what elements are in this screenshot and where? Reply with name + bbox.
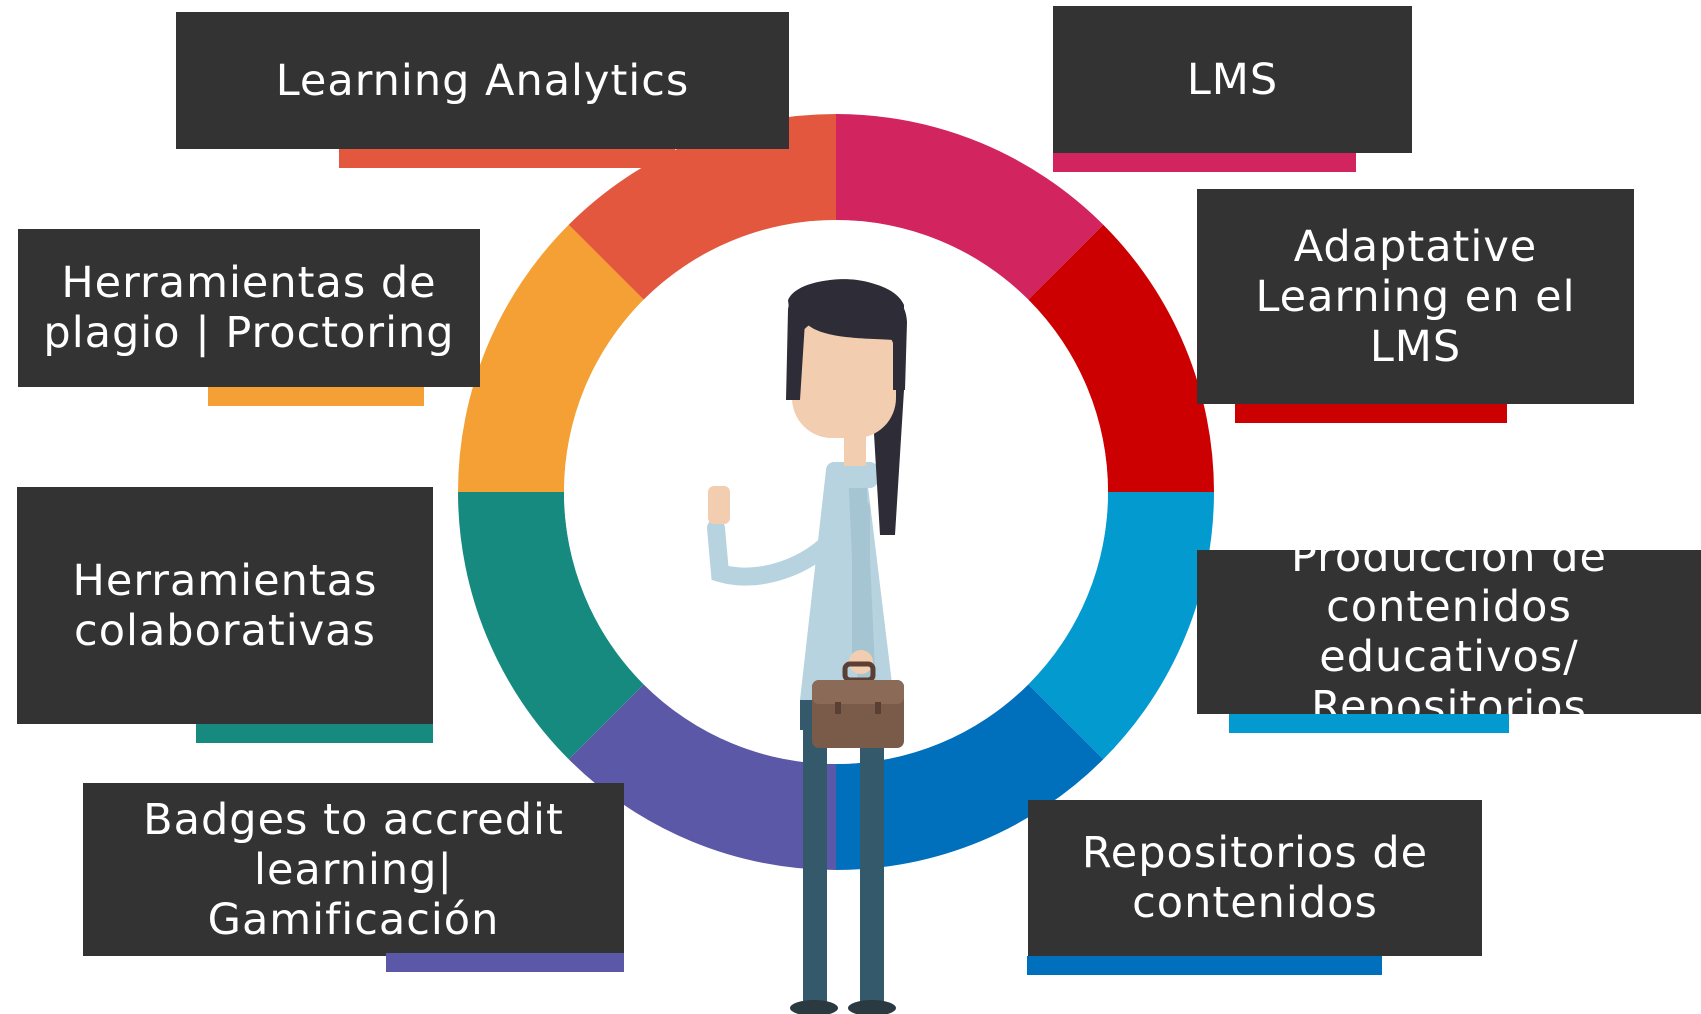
- accent-colaborativas: [196, 724, 433, 743]
- label-adaptive: Adaptative Learning en el LMS: [1197, 189, 1634, 404]
- accent-badges: [386, 953, 624, 972]
- label-badges-text: Badges to accredit learning| Gamificació…: [143, 794, 564, 945]
- label-learning-analytics: Learning Analytics: [176, 12, 789, 149]
- label-lms-text: LMS: [1186, 54, 1279, 105]
- accent-learning-analytics: [339, 149, 675, 168]
- segment-colaborativas: [457, 492, 644, 760]
- label-repositorios-text: Repositorios de contenidos: [1081, 828, 1429, 928]
- label-badges: Badges to accredit learning| Gamificació…: [83, 783, 624, 956]
- category-ring: [457, 114, 1214, 871]
- segment-lms: [836, 114, 1104, 300]
- segment-repositorios: [836, 684, 1104, 871]
- label-lms: LMS: [1053, 6, 1412, 153]
- label-colaborativas: Herramientas colaborativas: [17, 487, 433, 724]
- label-produccion-text: Producción de contenidos educativos/ Rep…: [1291, 532, 1607, 732]
- segment-badges: [568, 684, 836, 870]
- label-learning-analytics-text: Learning Analytics: [275, 55, 690, 106]
- accent-lms: [1053, 153, 1356, 172]
- label-plagio: Herramientas de plagio | Proctoring: [18, 229, 480, 387]
- label-colaborativas-text: Herramientas colaborativas: [72, 555, 378, 656]
- accent-repositorios: [1027, 956, 1382, 975]
- accent-plagio: [208, 387, 424, 406]
- accent-adaptive: [1235, 404, 1507, 423]
- student-with-briefcase-icon: [707, 279, 907, 1014]
- accent-produccion: [1229, 714, 1509, 733]
- segment-plagio: [458, 224, 644, 493]
- label-produccion: Producción de contenidos educativos/ Rep…: [1197, 532, 1701, 732]
- segment-produccion: [1028, 492, 1214, 760]
- label-plagio-text: Herramientas de plagio | Proctoring: [43, 258, 455, 358]
- label-repositorios: Repositorios de contenidos: [1028, 800, 1482, 956]
- segment-adaptive: [1028, 224, 1214, 493]
- segment-learning-analytics: [568, 114, 836, 300]
- label-adaptive-text: Adaptative Learning en el LMS: [1255, 221, 1576, 372]
